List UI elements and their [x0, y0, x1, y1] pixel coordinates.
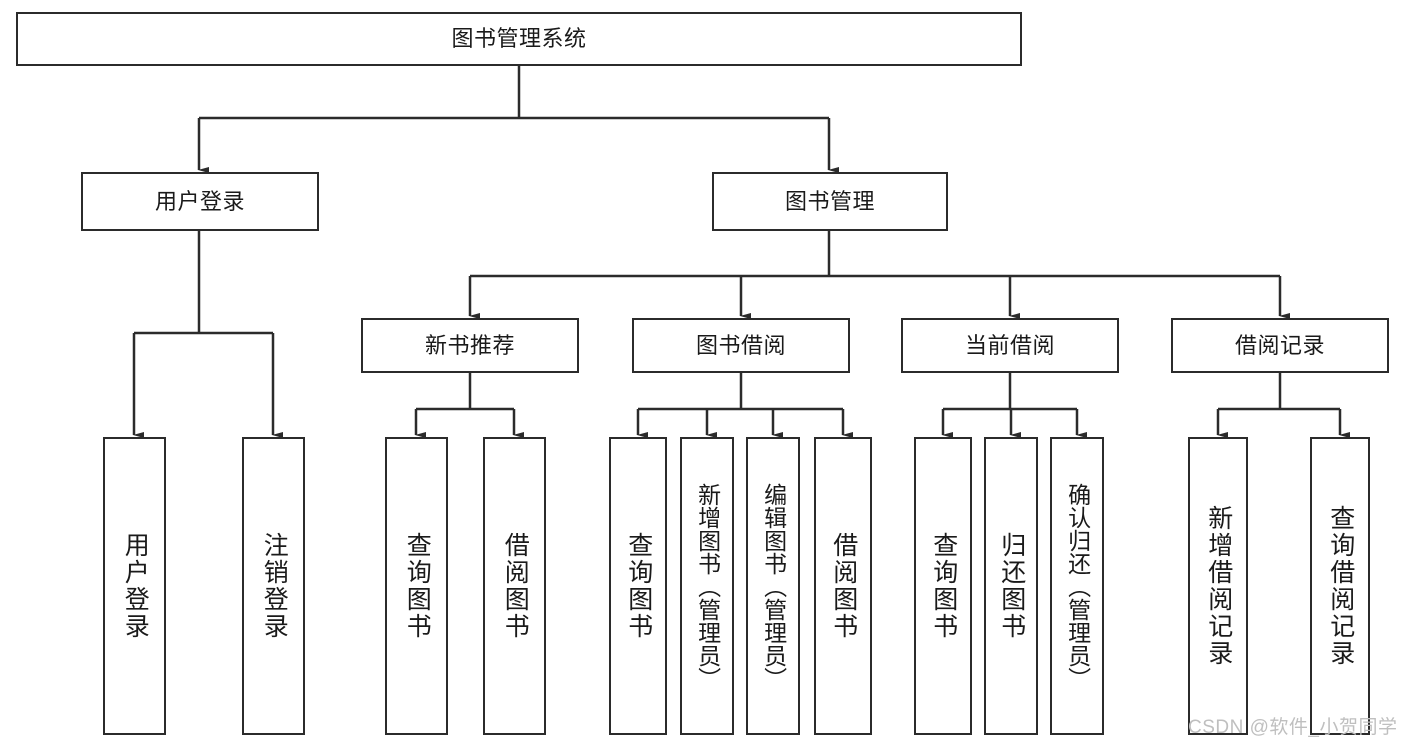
node-root-图书管理系统-label: 图书管理系统	[451, 26, 587, 52]
node-l2-0[interactable]: 用户登录	[81, 172, 319, 231]
node-leaf-7-label: 借阅图书	[829, 532, 858, 640]
node-leaf-9-label: 归还图书	[997, 532, 1026, 640]
node-leaf-11[interactable]: 新增借阅记录	[1188, 437, 1248, 735]
node-l2-1[interactable]: 图书管理	[712, 172, 948, 231]
node-leaf-6[interactable]: 编辑图书（管理员）	[746, 437, 800, 735]
node-leaf-8[interactable]: 查询图书	[914, 437, 972, 735]
node-leaf-2[interactable]: 查询图书	[385, 437, 448, 735]
node-l3-2-label: 当前借阅	[964, 332, 1055, 358]
node-root-图书管理系统[interactable]: 图书管理系统	[16, 12, 1022, 66]
node-l3-3-label: 借阅记录	[1234, 332, 1325, 358]
node-leaf-12[interactable]: 查询借阅记录	[1310, 437, 1370, 735]
node-l2-1-label: 图书管理	[784, 188, 875, 214]
node-leaf-3-label: 借阅图书	[501, 532, 530, 640]
node-leaf-9[interactable]: 归还图书	[984, 437, 1038, 735]
node-leaf-3[interactable]: 借阅图书	[483, 437, 546, 735]
node-leaf-10[interactable]: 确认归还（管理员）	[1050, 437, 1104, 735]
node-leaf-4[interactable]: 查询图书	[609, 437, 667, 735]
node-leaf-11-label: 新增借阅记录	[1204, 505, 1233, 667]
node-l3-3[interactable]: 借阅记录	[1171, 318, 1389, 373]
node-l3-1-label: 图书借阅	[695, 332, 786, 358]
node-leaf-5[interactable]: 新增图书（管理员）	[680, 437, 734, 735]
node-leaf-5-label: 新增图书（管理员）	[694, 482, 721, 690]
node-leaf-0[interactable]: 用户登录	[103, 437, 166, 735]
node-l3-0[interactable]: 新书推荐	[361, 318, 579, 373]
node-leaf-1-label: 注销登录	[260, 532, 289, 640]
node-leaf-7[interactable]: 借阅图书	[814, 437, 872, 735]
node-l3-0-label: 新书推荐	[424, 332, 515, 358]
node-l2-0-label: 用户登录	[154, 188, 245, 214]
node-leaf-2-label: 查询图书	[403, 532, 432, 640]
node-leaf-8-label: 查询图书	[929, 532, 958, 640]
node-l3-1[interactable]: 图书借阅	[632, 318, 850, 373]
node-leaf-4-label: 查询图书	[624, 532, 653, 640]
node-leaf-1[interactable]: 注销登录	[242, 437, 305, 735]
node-leaf-6-label: 编辑图书（管理员）	[760, 482, 787, 690]
node-l3-2[interactable]: 当前借阅	[901, 318, 1119, 373]
node-leaf-10-label: 确认归还（管理员）	[1064, 482, 1091, 690]
node-leaf-12-label: 查询借阅记录	[1326, 505, 1355, 667]
node-leaf-0-label: 用户登录	[121, 532, 150, 640]
